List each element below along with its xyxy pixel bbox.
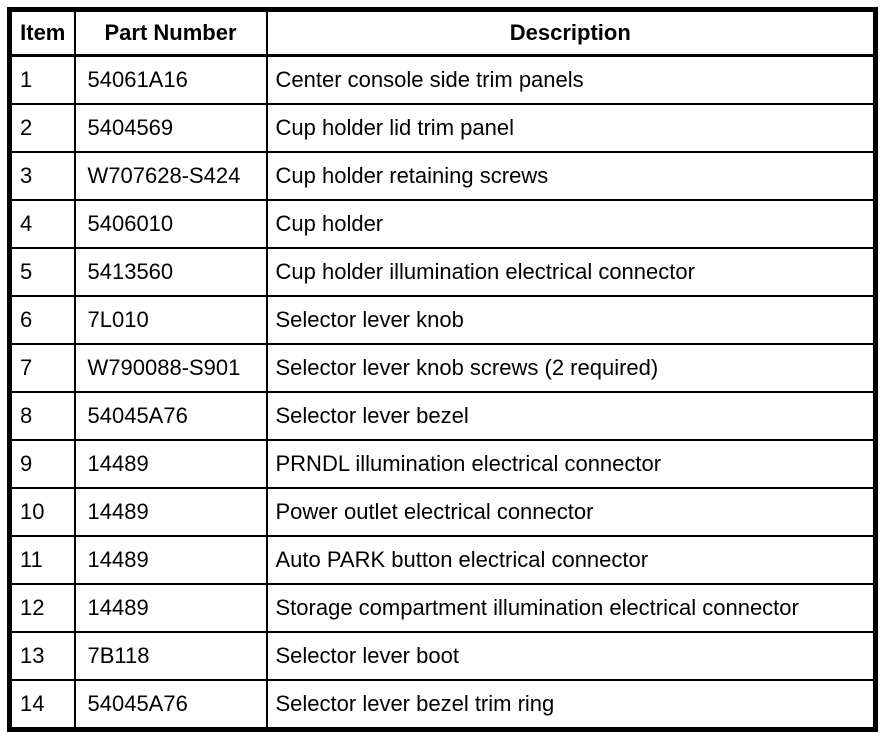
part-number-column-header: Part Number xyxy=(73,8,268,57)
item-cell: 9 xyxy=(8,439,76,489)
description-cell: PRNDL illumination electrical connector xyxy=(265,439,877,489)
part-number-cell: 14489 xyxy=(73,535,268,585)
item-cell: 11 xyxy=(8,535,76,585)
description-cell: Cup holder illumination electrical conne… xyxy=(265,247,877,297)
table-row: 2 5404569 Cup holder lid trim panel xyxy=(8,103,877,153)
description-cell: Selector lever boot xyxy=(265,631,877,681)
parts-table-body: 1 54061A16 Center console side trim pane… xyxy=(8,54,877,731)
description-cell: Center console side trim panels xyxy=(265,54,877,105)
item-cell: 8 xyxy=(8,391,76,441)
item-cell: 6 xyxy=(8,295,76,345)
item-cell: 2 xyxy=(8,103,76,153)
item-cell: 10 xyxy=(8,487,76,537)
part-number-cell: 7B118 xyxy=(73,631,268,681)
parts-table: Item Part Number Description 1 54061A16 … xyxy=(7,7,878,732)
part-number-cell: W790088-S901 xyxy=(73,343,268,393)
part-number-cell: 5406010 xyxy=(73,199,268,249)
description-cell: Selector lever knob xyxy=(265,295,877,345)
table-row: 11 14489 Auto PARK button electrical con… xyxy=(8,535,877,585)
item-cell: 1 xyxy=(8,54,76,105)
table-row: 7 W790088-S901 Selector lever knob screw… xyxy=(8,343,877,393)
description-cell: Power outlet electrical connector xyxy=(265,487,877,537)
part-number-cell: 5413560 xyxy=(73,247,268,297)
part-number-cell: W707628-S424 xyxy=(73,151,268,201)
description-cell: Selector lever bezel trim ring xyxy=(265,679,877,731)
item-cell: 5 xyxy=(8,247,76,297)
table-row: 8 54045A76 Selector lever bezel xyxy=(8,391,877,441)
item-cell: 7 xyxy=(8,343,76,393)
description-cell: Cup holder lid trim panel xyxy=(265,103,877,153)
description-cell: Cup holder xyxy=(265,199,877,249)
table-row: 4 5406010 Cup holder xyxy=(8,199,877,249)
item-cell: 3 xyxy=(8,151,76,201)
table-row: 5 5413560 Cup holder illumination electr… xyxy=(8,247,877,297)
item-cell: 13 xyxy=(8,631,76,681)
item-cell: 4 xyxy=(8,199,76,249)
item-cell: 14 xyxy=(8,679,76,731)
description-column-header: Description xyxy=(265,8,877,57)
table-row: 3 W707628-S424 Cup holder retaining scre… xyxy=(8,151,877,201)
part-number-cell: 54061A16 xyxy=(73,54,268,105)
description-cell: Selector lever bezel xyxy=(265,391,877,441)
parts-table-header: Item Part Number Description xyxy=(8,8,877,57)
table-row: 12 14489 Storage compartment illuminatio… xyxy=(8,583,877,633)
part-number-cell: 14489 xyxy=(73,487,268,537)
part-number-cell: 5404569 xyxy=(73,103,268,153)
part-number-cell: 54045A76 xyxy=(73,679,268,731)
header-row: Item Part Number Description xyxy=(8,8,877,57)
description-cell: Storage compartment illumination electri… xyxy=(265,583,877,633)
table-row: 10 14489 Power outlet electrical connect… xyxy=(8,487,877,537)
item-cell: 12 xyxy=(8,583,76,633)
description-cell: Auto PARK button electrical connector xyxy=(265,535,877,585)
item-column-header: Item xyxy=(8,8,76,57)
part-number-cell: 7L010 xyxy=(73,295,268,345)
table-row: 13 7B118 Selector lever boot xyxy=(8,631,877,681)
table-row: 9 14489 PRNDL illumination electrical co… xyxy=(8,439,877,489)
part-number-cell: 54045A76 xyxy=(73,391,268,441)
table-row: 14 54045A76 Selector lever bezel trim ri… xyxy=(8,679,877,731)
description-cell: Cup holder retaining screws xyxy=(265,151,877,201)
part-number-cell: 14489 xyxy=(73,583,268,633)
table-row: 6 7L010 Selector lever knob xyxy=(8,295,877,345)
description-cell: Selector lever knob screws (2 required) xyxy=(265,343,877,393)
part-number-cell: 14489 xyxy=(73,439,268,489)
table-row: 1 54061A16 Center console side trim pane… xyxy=(8,54,877,105)
